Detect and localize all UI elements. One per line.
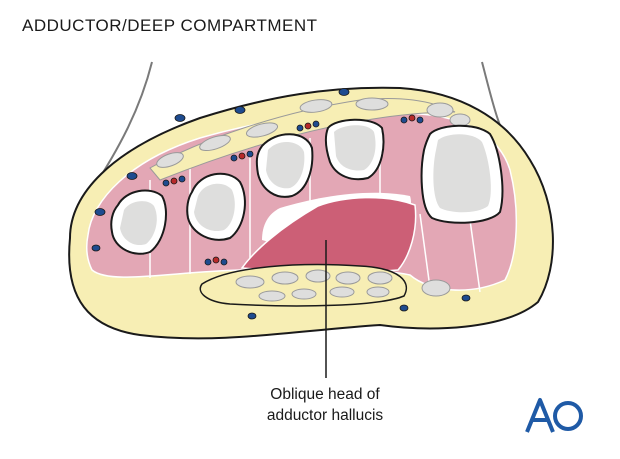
ao-logo-icon: AO	[525, 398, 583, 433]
callout-label: Oblique head of adductor hallucis	[150, 384, 500, 426]
callout-line-1: Oblique head of	[270, 386, 380, 403]
diagram-title: ADDUCTOR/DEEP COMPARTMENT	[22, 16, 318, 35]
vessels	[91, 88, 471, 320]
callout-line-2: adductor hallucis	[266, 407, 384, 424]
metatarsal-bones	[110, 118, 504, 255]
oblique-head-adductor-hallucis	[240, 196, 417, 273]
